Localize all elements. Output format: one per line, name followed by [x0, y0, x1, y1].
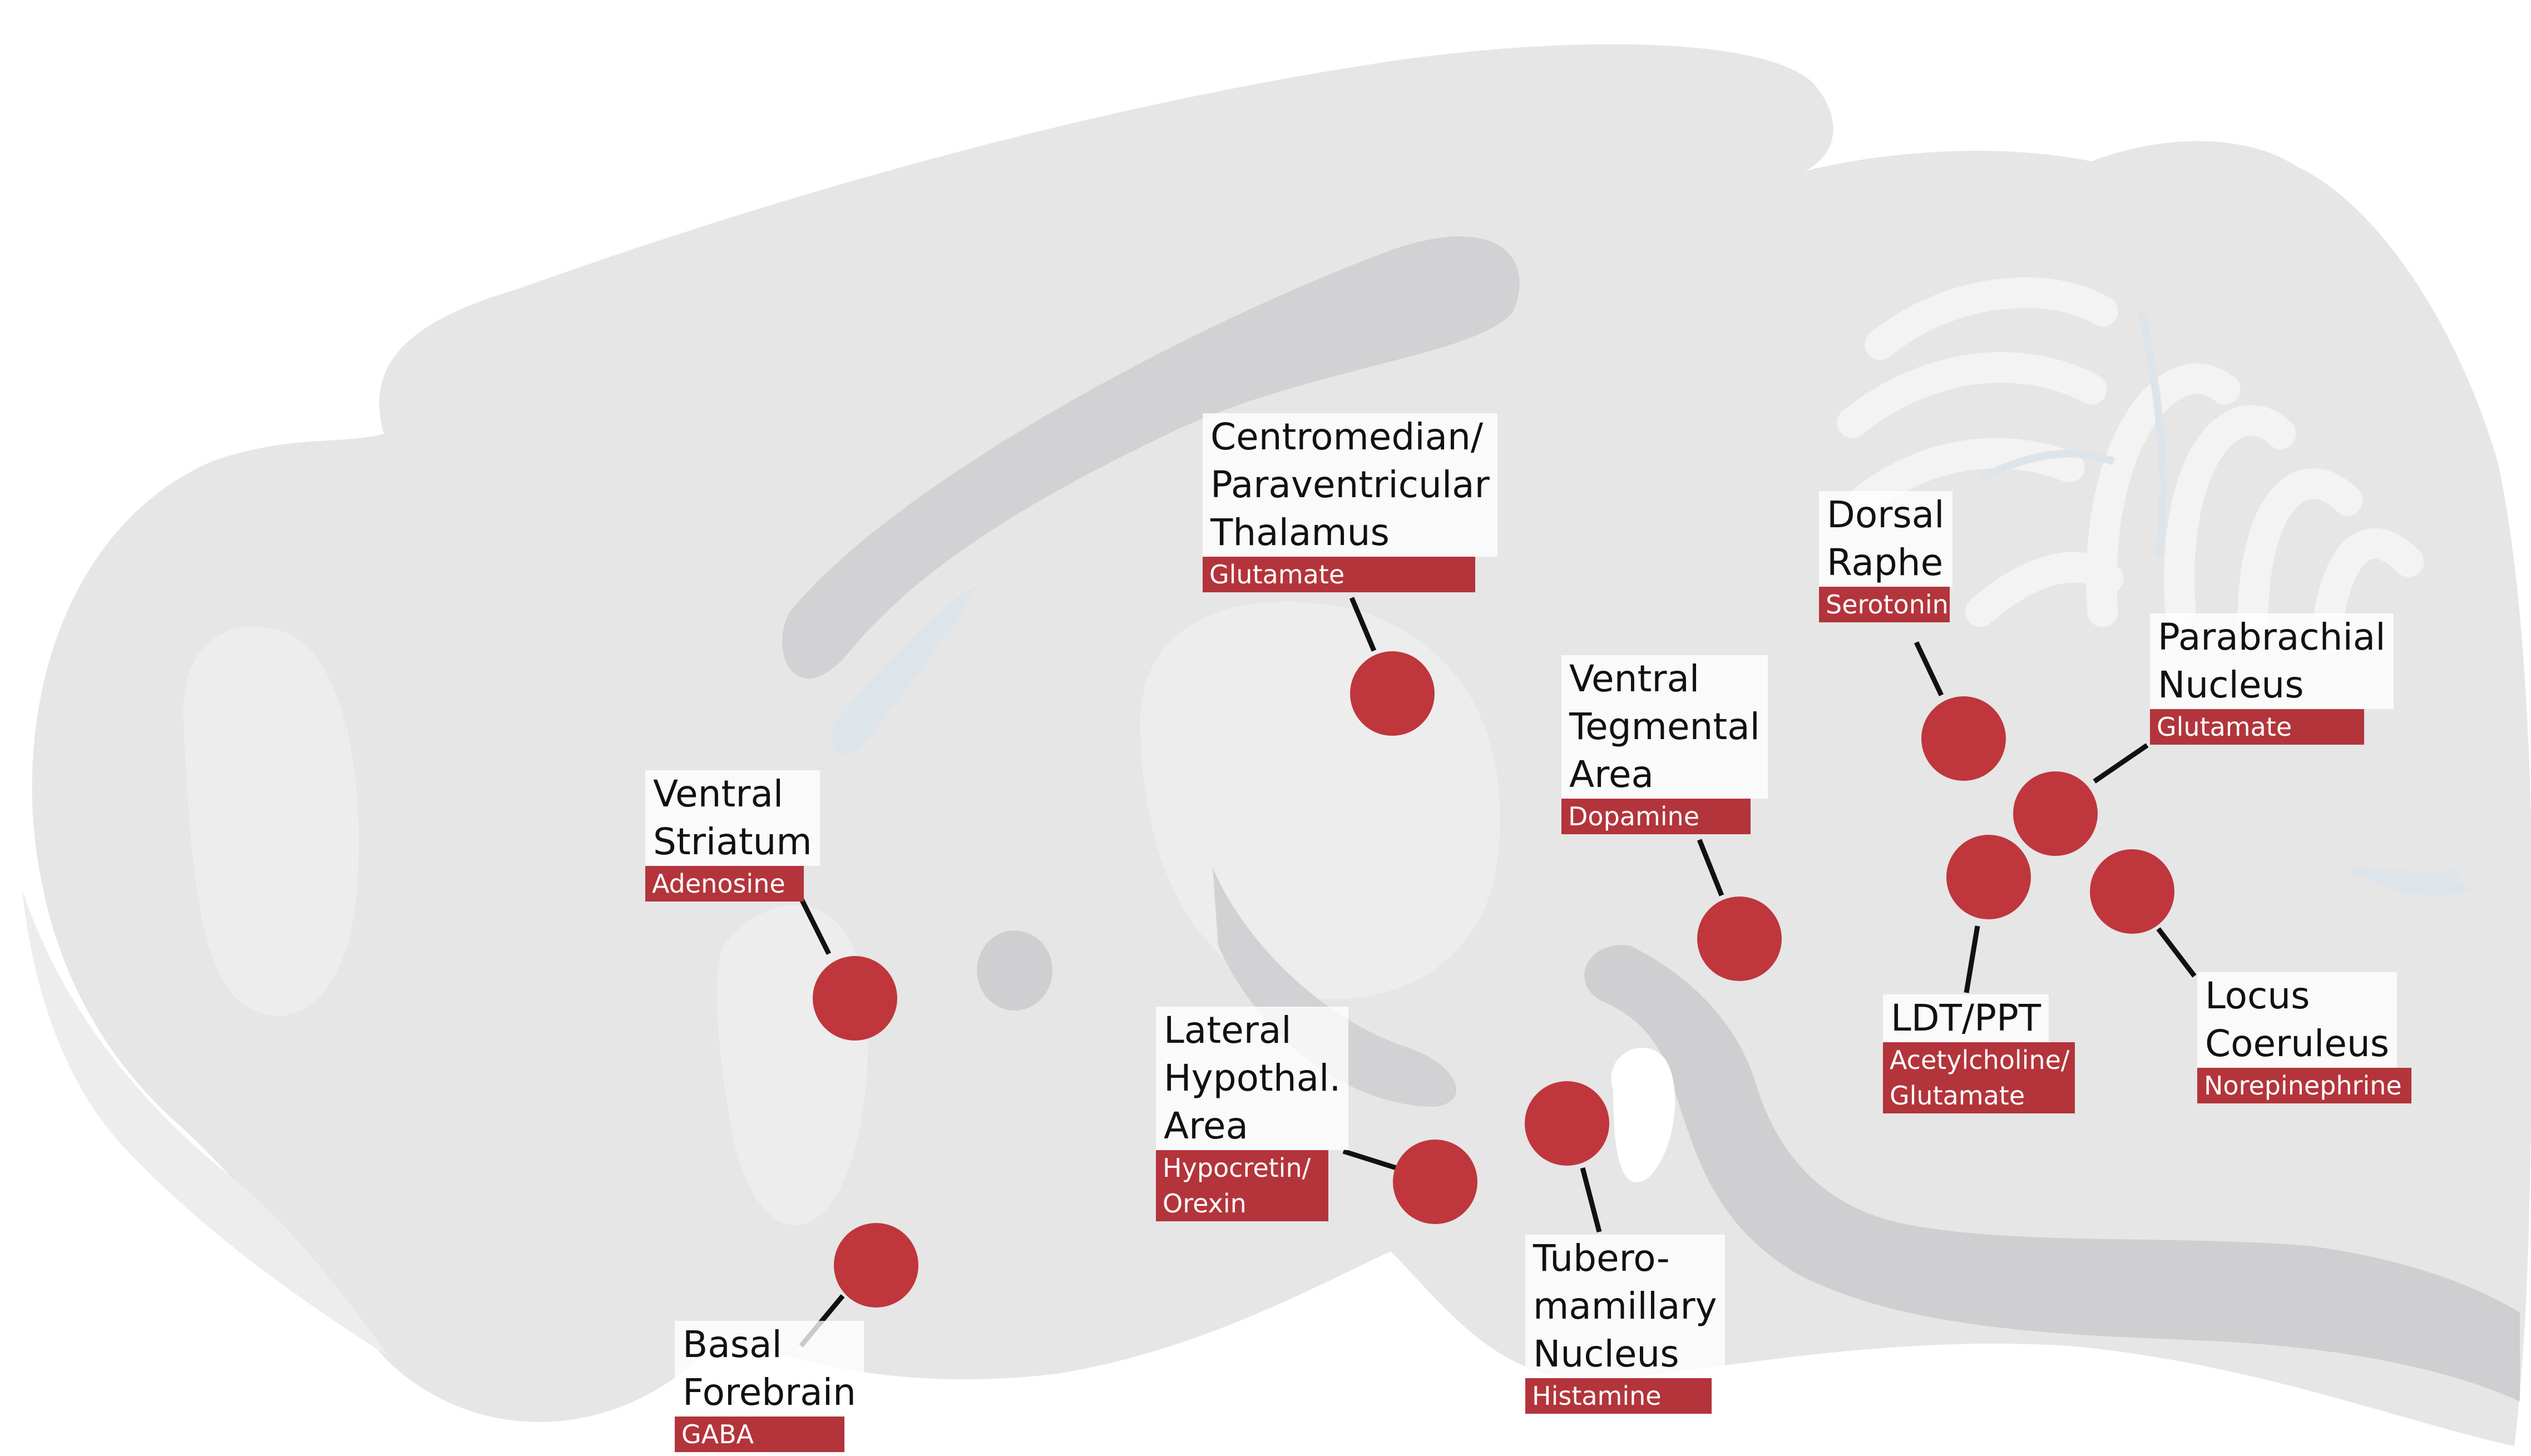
- nucleus-ldt-ppt: [1946, 835, 2031, 919]
- leader-lha: [1342, 1148, 1397, 1171]
- nucleus-pb: [2013, 771, 2098, 856]
- label-tmn: Tubero- mamillary Nucleus Histamine: [1525, 1235, 1725, 1414]
- nuclei: [813, 651, 2174, 1308]
- leader-cm-pvt: [1349, 597, 1377, 652]
- nucleus-vs: [813, 956, 897, 1041]
- neurotransmitter-badge: Hypocretin/ Orexin: [1156, 1150, 1328, 1221]
- label-bf: Basal Forebrain GABA: [675, 1321, 864, 1452]
- region-name: Lateral Hypothal. Area: [1156, 1007, 1349, 1150]
- nucleus-cm-pvt: [1350, 651, 1435, 736]
- olfactory-region: [22, 890, 389, 1357]
- neurotransmitter-badge: Serotonin: [1819, 587, 1950, 622]
- pituitary-notch: [1611, 1047, 1675, 1182]
- region-name: Parabrachial Nucleus: [2150, 613, 2394, 709]
- nucleus-lc: [2090, 849, 2174, 934]
- region-name: Basal Forebrain: [675, 1321, 864, 1417]
- nucleus-vta: [1697, 897, 1782, 981]
- region-name: LDT/PPT: [1883, 994, 2049, 1042]
- leader-tmn: [1580, 1167, 1602, 1233]
- neurotransmitter-badge: Glutamate: [1203, 557, 1475, 592]
- neurotransmitter-badge: Norepinephrine: [2197, 1068, 2411, 1103]
- region-name: Dorsal Raphe: [1819, 491, 1952, 587]
- frontal-region: [183, 626, 359, 1016]
- neurotransmitter-badge: Dopamine: [1561, 799, 1751, 834]
- leader-vta: [1697, 839, 1724, 897]
- hypothalamic-band: [1213, 868, 1457, 1107]
- lateral-ventricle: [831, 584, 979, 754]
- region-name: Locus Coeruleus: [2197, 972, 2397, 1068]
- nucleus-bf: [834, 1223, 918, 1308]
- nucleus-tmn: [1525, 1081, 1609, 1166]
- nucleus-dr: [1921, 696, 2006, 781]
- leader-vs: [798, 897, 832, 955]
- neurotransmitter-badge: Adenosine: [645, 866, 804, 902]
- brainstem-tract: [1584, 945, 2520, 1401]
- leader-lc: [2156, 927, 2197, 978]
- label-vta: Ventral Tegmental Area Dopamine: [1561, 655, 1768, 834]
- region-name: Ventral Tegmental Area: [1561, 655, 1768, 799]
- label-lha: Lateral Hypothal. Area Hypocretin/ Orexi…: [1156, 1007, 1349, 1221]
- neurotransmitter-badge: Acetylcholine/ Glutamate: [1883, 1042, 2075, 1113]
- label-cm-pvt: Centromedian/ Paraventricular Thalamus G…: [1203, 413, 1497, 592]
- corpus-callosum-band: [782, 236, 1520, 679]
- region-name: Centromedian/ Paraventricular Thalamus: [1203, 413, 1497, 557]
- leader-lines: [798, 597, 2197, 1348]
- leader-dr: [1914, 641, 1944, 696]
- neurotransmitter-badge: GABA: [675, 1417, 844, 1452]
- label-ldt-ppt: LDT/PPT Acetylcholine/ Glutamate: [1883, 994, 2075, 1113]
- label-dr: Dorsal Raphe Serotonin: [1819, 491, 1952, 622]
- label-pb: Parabrachial Nucleus Glutamate: [2150, 613, 2394, 745]
- neurotransmitter-badge: Glutamate: [2150, 709, 2364, 745]
- neurotransmitter-badge: Histamine: [1525, 1378, 1712, 1414]
- fourth-ventricle: [2353, 868, 2470, 895]
- leader-ldt: [1964, 925, 1980, 993]
- nucleus-lha: [1393, 1140, 1477, 1224]
- region-name: Tubero- mamillary Nucleus: [1525, 1235, 1725, 1378]
- label-vs: Ventral Striatum Adenosine: [645, 770, 820, 902]
- anterior-commissure: [977, 930, 1052, 1011]
- region-name: Ventral Striatum: [645, 770, 820, 866]
- cerebellum: [1837, 277, 2424, 655]
- label-lc: Locus Coeruleus Norepinephrine: [2197, 972, 2411, 1103]
- leader-pb: [2093, 743, 2149, 784]
